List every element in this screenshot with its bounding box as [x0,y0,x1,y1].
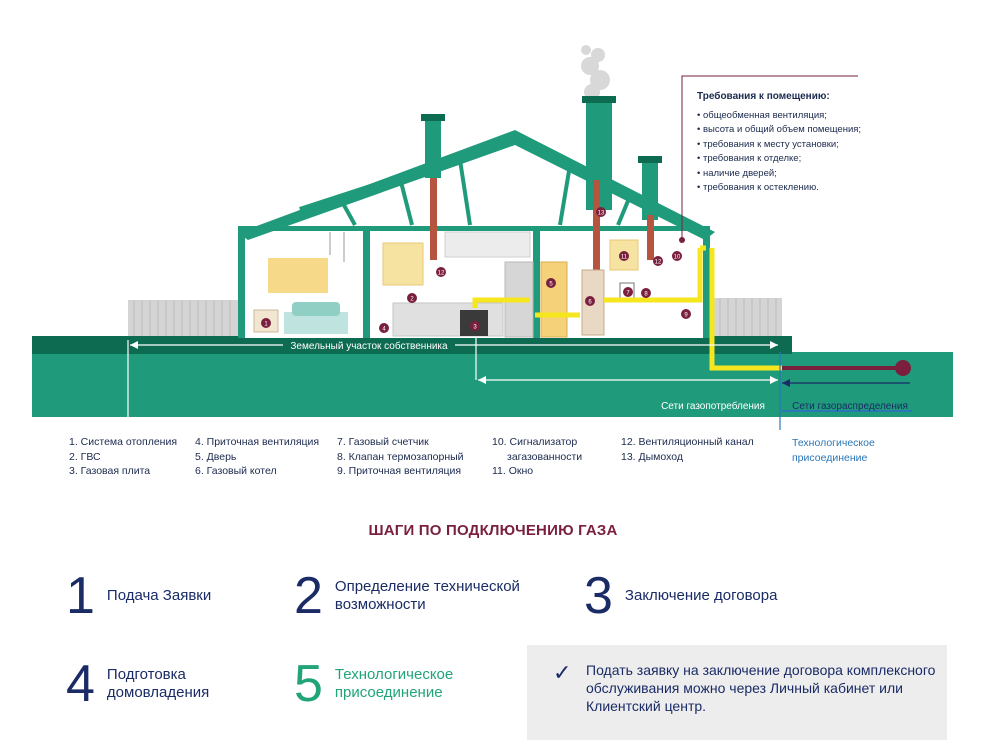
marker-dot [585,296,595,306]
consumption-label: Сети газопотребления [661,400,765,412]
steps-title: ШАГИ ПО ПОДКЛЮЧЕНИЮ ГАЗА [368,522,618,539]
marker-number: 5 [549,282,553,288]
legend-item: 5. Дверь [195,450,237,463]
marker-dot [641,288,651,298]
gas-pipe [472,245,706,318]
land-label: Земельный участок собственника [290,340,448,352]
step-5: 5 Технологическое присоединение [294,658,453,710]
requirements-title: Требования к помещению: [697,91,830,102]
legend-column-2: 4. Приточная вентиляция 5. Дверь 6. Газо… [195,435,319,479]
marker-dot [261,318,271,328]
marker-number: 3 [473,325,477,331]
marker-dot [653,256,663,266]
requirements-list: общеобменная вентиляция; высота и общий … [697,109,877,196]
check-icon: ✓ [553,660,572,685]
marker-number: 11 [621,255,628,261]
step-2: 2 Определение технической возможности [294,570,520,622]
requirements-panel: Требования к помещению: общеобменная вен… [697,90,877,196]
marker-number: 4 [382,327,386,333]
info-box [527,645,947,740]
wall-picture [268,258,328,293]
legend-item: 7. Газовый счетчик [337,436,429,448]
step-1: 1 Подача Заявки [66,570,211,622]
legend-item: 12. Вентиляционный канал [621,436,754,448]
chimney-left [425,118,441,178]
legend-column-4: 10. Сигнализатор загазованности 11. Окно [492,435,582,479]
marker-dot [436,267,446,277]
marker-number: 1 [264,322,268,328]
requirement-item: общеобменная вентиляция; [697,109,877,124]
legend-item: 3. Газовая плита [69,465,151,477]
fence-right [712,298,782,338]
kitchen-cabinets [444,231,531,258]
fence-left [128,300,238,338]
step-number: 5 [294,655,323,713]
marker-dot [672,251,682,261]
step-number: 1 [66,567,95,625]
marker-dot [619,251,629,261]
chimney-right [642,160,658,220]
legend-column-3: 7. Газовый счетчик 8. Клапан термозапорн… [337,435,464,479]
legend-column-1: 1. Система отопления 2. ГВС 3. Газовая п… [69,435,177,479]
legend-special-line: присоединение [792,451,868,464]
step-number: 4 [66,655,95,713]
door [540,261,568,338]
marker-number: 2 [410,297,414,303]
legend-item: 8. Клапан термозапорный [337,450,464,463]
requirement-item: высота и общий объем помещения; [697,123,877,138]
sofa [284,312,348,334]
marker-dot [407,293,417,303]
legend-item: 4. Приточная вентиляция [195,436,320,448]
legend-item: 10. Сигнализатор [492,436,578,448]
step-label: Подготовка домовладения [106,666,210,701]
marker-dot [681,309,691,319]
marker-number: 6 [588,300,592,306]
house-gas-diagram: Земельный участок собственника Сети газо… [32,45,953,430]
legend-item: 1. Система отопления [69,436,178,448]
smoke-icon [581,45,610,100]
kitchen-window [382,242,424,286]
marker-dot [470,321,480,331]
marker-dot [379,323,389,333]
step-3: 3 Заключение договора [584,570,777,622]
marker-dot [623,287,633,297]
ground [32,352,953,417]
step-number: 3 [584,567,613,625]
marker-dot [546,278,556,288]
legend-tech-connection: Технологическое присоединение [792,436,875,465]
legend-item: 2. ГВС [69,450,101,463]
step-label: Подача Заявки [106,587,212,604]
info-text: Подать заявку на заключение договора ком… [586,662,936,714]
legend-item: 11. Окно [492,465,534,477]
step-label: Определение технической возможности [334,578,520,613]
marker-number: 8 [644,292,648,298]
legend-item: 6. Газовый котел [195,465,277,477]
legend-column-5: 12. Вентиляционный канал 13. Дымоход [621,435,754,464]
legend-item: 9. Приточная вентиляция [337,465,462,477]
marker-number: 13 [598,211,605,217]
marker-number: 12 [655,260,662,266]
legend-special-line: Технологическое [792,437,875,449]
legend-item: загазованности [507,450,583,463]
requirement-item: наличие дверей; [697,167,877,182]
marker-number: 10 [674,255,681,261]
requirement-item: требования к месту установки; [697,138,877,153]
marker-number: 9 [684,313,688,319]
marker-dot [596,207,606,217]
requirement-item: требования к остеклению. [697,181,877,196]
step-label: Заключение договора [624,587,778,604]
distribution-label: Сети газораспределения [792,401,908,412]
requirement-item: требования к отделке; [697,152,877,167]
step-4: 4 Подготовка домовладения [66,658,209,710]
step-label: Технологическое присоединение [334,666,454,701]
marker-number: 7 [626,291,630,297]
marker-number: 12 [438,271,445,277]
step-number: 2 [294,567,323,625]
legend-item: 13. Дымоход [621,450,683,463]
